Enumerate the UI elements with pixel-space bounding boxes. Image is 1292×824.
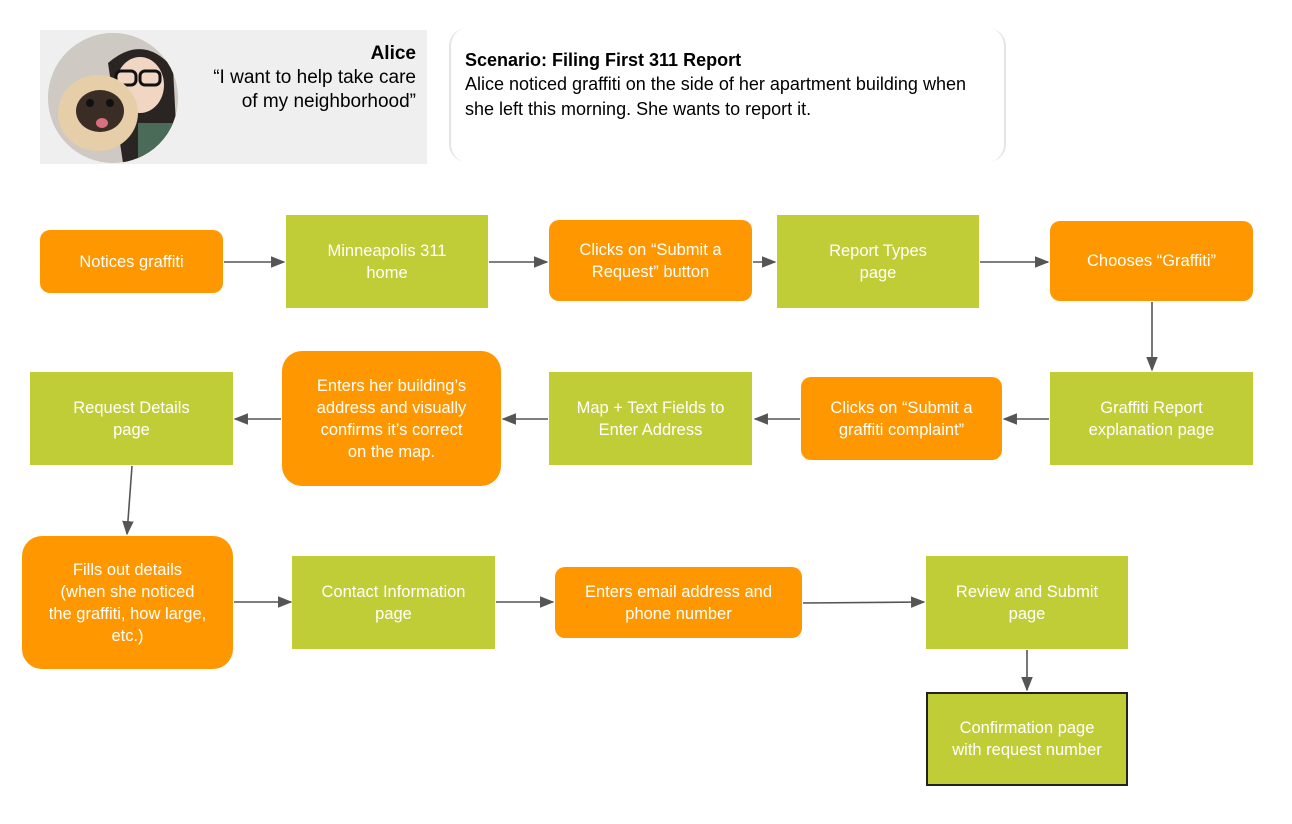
page-report-types: Report Types page (777, 215, 979, 308)
step-fills-out-details: Fills out details (when she noticed the … (22, 536, 233, 669)
persona-card: Alice “I want to help take care of my ne… (40, 30, 427, 164)
page-map-text-fields: Map + Text Fields to Enter Address (549, 372, 752, 465)
step-enters-building-address: Enters her building’s address and visual… (282, 351, 501, 486)
page-request-details: Request Details page (30, 372, 233, 465)
scenario-body: Alice noticed graffiti on the side of he… (465, 74, 966, 119)
scenario-card: Scenario: Filing First 311 Report Alice … (449, 28, 1006, 162)
page-confirmation: Confirmation page with request number (926, 692, 1128, 786)
step-chooses-graffiti: Chooses “Graffiti” (1050, 221, 1253, 301)
page-minneapolis-311-home: Minneapolis 311 home (286, 215, 488, 308)
step-clicks-submit-graffiti-complaint: Clicks on “Submit a graffiti complaint” (801, 377, 1002, 460)
edge-n10-n11 (122, 465, 134, 536)
persona-name: Alice (370, 43, 416, 64)
page-graffiti-report-explanation: Graffiti Report explanation page (1050, 372, 1253, 465)
person-with-pug-photo-icon (48, 33, 178, 163)
step-clicks-submit-request: Clicks on “Submit a Request” button (549, 220, 752, 301)
persona-quote: “I want to help take care of my neighbor… (213, 67, 416, 112)
edge-n13-n14 (802, 596, 926, 608)
page-review-and-submit: Review and Submit page (926, 556, 1128, 649)
avatar (48, 33, 178, 163)
scenario-title: Scenario: Filing First 311 Report (465, 50, 742, 70)
step-notices-graffiti: Notices graffiti (40, 230, 223, 293)
page-contact-information: Contact Information page (292, 556, 495, 649)
step-enters-email-phone: Enters email address and phone number (555, 567, 802, 638)
